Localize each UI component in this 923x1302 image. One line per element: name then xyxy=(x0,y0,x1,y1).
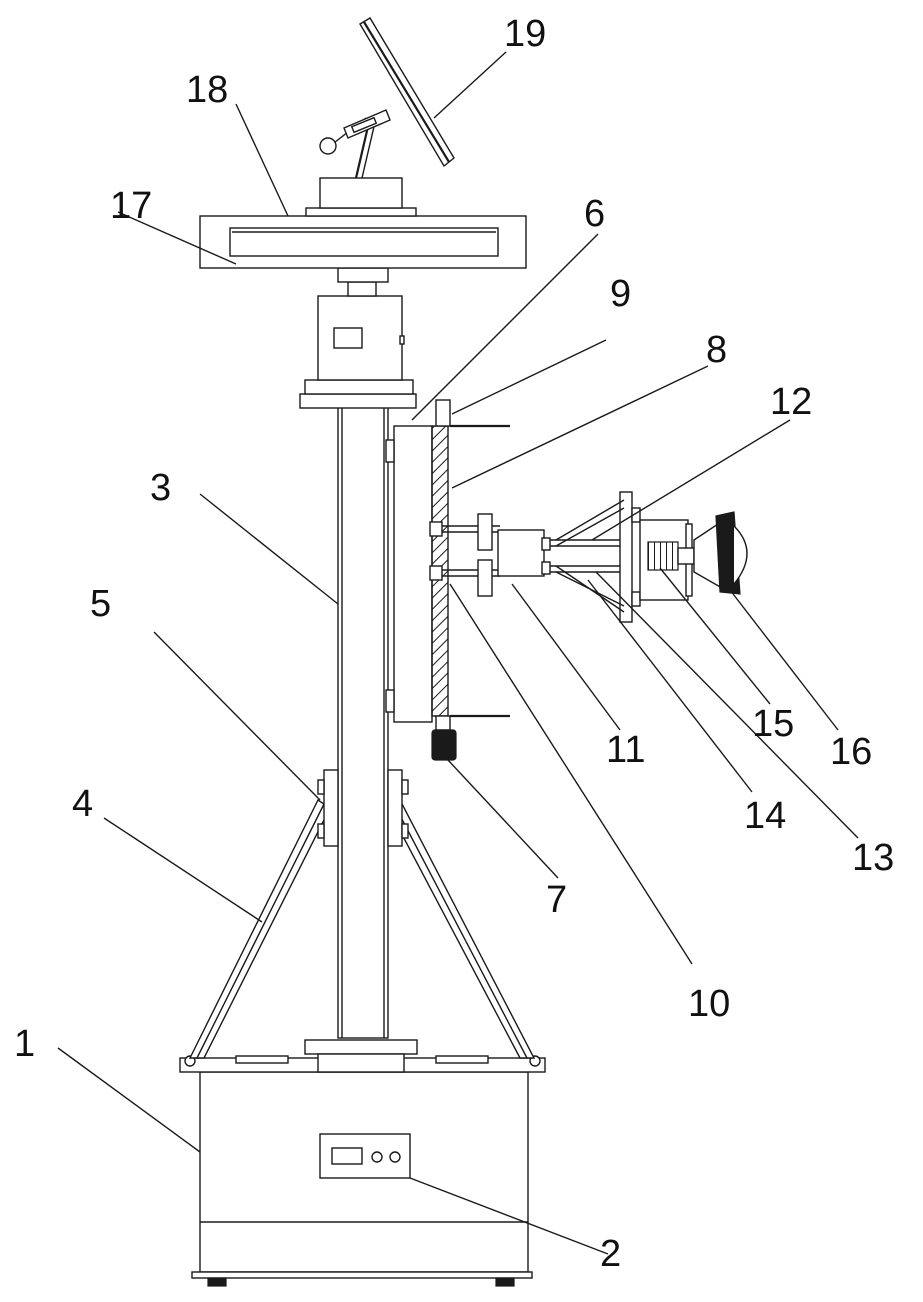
label-17: 17 xyxy=(110,185,152,227)
label-19: 19 xyxy=(504,13,546,55)
label-7: 7 xyxy=(546,879,567,921)
label-15: 15 xyxy=(752,703,794,745)
label-10: 10 xyxy=(688,983,730,1025)
label-14: 14 xyxy=(744,795,786,837)
label-8: 8 xyxy=(706,329,727,371)
label-11: 11 xyxy=(606,729,645,771)
label-6: 6 xyxy=(584,193,605,235)
battery-housing xyxy=(317,267,405,381)
label-1: 1 xyxy=(14,1023,35,1065)
label-4: 4 xyxy=(72,783,93,825)
label-5: 5 xyxy=(90,583,111,625)
label-18: 18 xyxy=(186,69,228,111)
vertical-column xyxy=(299,379,418,1073)
label-2: 2 xyxy=(600,1233,621,1275)
telescopic-arms xyxy=(429,513,620,597)
lamp-assembly xyxy=(639,511,748,601)
control-panel xyxy=(319,1133,411,1179)
label-12: 12 xyxy=(770,381,812,423)
solar-panel xyxy=(319,17,455,179)
guide-rails xyxy=(450,424,510,718)
part-labels: 1 2 3 4 5 6 7 8 9 10 11 12 13 14 15 16 1… xyxy=(14,13,894,1275)
slide-housing xyxy=(385,425,433,723)
label-9: 9 xyxy=(610,273,631,315)
label-16: 16 xyxy=(830,731,872,773)
lamp-mount-plate xyxy=(555,491,641,623)
label-13: 13 xyxy=(852,837,894,879)
column-clamp xyxy=(317,769,409,847)
top-platform xyxy=(199,177,527,269)
leader-lines xyxy=(57,51,859,1255)
label-3: 3 xyxy=(150,467,171,509)
